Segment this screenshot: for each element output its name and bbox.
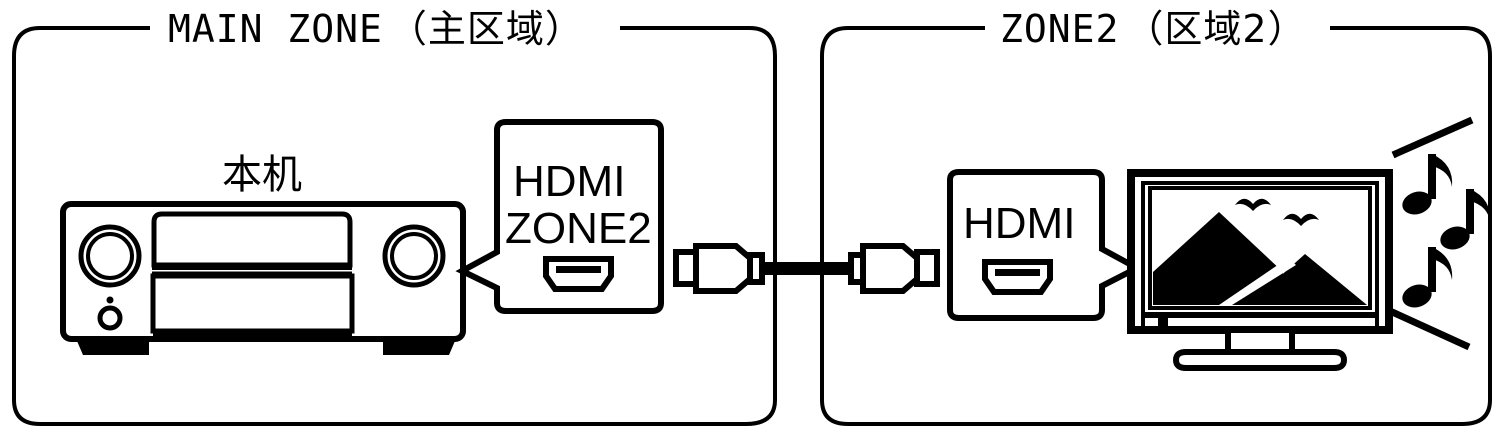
music-note-3 <box>1402 247 1453 308</box>
music-note-1 <box>1402 154 1453 215</box>
zone2-title-en: ZONE2 <box>1000 7 1119 51</box>
receiver-front-door <box>150 273 355 334</box>
music-note-2 <box>1440 189 1491 250</box>
tv-stand-neck <box>1225 327 1295 355</box>
bird-icon-1 <box>1235 198 1271 211</box>
zone2-frame <box>820 26 1492 426</box>
sound-line-top <box>1391 116 1474 159</box>
callout-hdmi-zone2-line1: HDMI <box>513 157 625 206</box>
tv-screen-picture <box>1153 198 1367 305</box>
cable-cord <box>760 262 854 275</box>
av-receiver <box>60 201 466 355</box>
cable-connector-left <box>673 243 765 294</box>
bird-icon-2 <box>1283 213 1319 226</box>
cable-connector-right <box>848 243 940 294</box>
main-zone-frame <box>12 26 777 426</box>
main-zone-title-cjk: （主区域） <box>389 7 584 51</box>
receiver-label: 本机 <box>222 152 302 198</box>
receiver-display <box>151 211 353 268</box>
callout-hdmi-zone2-line2: ZONE2 <box>505 204 652 253</box>
zone2-title-cjk: （区域2） <box>1125 7 1306 51</box>
receiver-foot-right <box>383 341 455 355</box>
callout-hdmi-tv-line1: HDMI <box>963 199 1075 248</box>
television <box>1127 169 1393 371</box>
receiver-foot-left <box>77 341 149 355</box>
tv-stand-base <box>1172 349 1348 371</box>
main-zone-title-en: MAIN ZONE <box>168 7 383 51</box>
led-indicator <box>106 296 114 304</box>
main-zone-title: MAIN ZONE（主区域） <box>168 7 584 51</box>
power-button <box>97 305 123 331</box>
zone2-title: ZONE2（区域2） <box>1000 7 1307 51</box>
hdmi-cable <box>673 243 940 294</box>
hdmi-port-icon-receiver <box>543 256 614 292</box>
tv-indicator-bar <box>1141 314 1379 330</box>
hdmi-port-icon-tv <box>982 259 1053 295</box>
sound-line-bottom <box>1388 307 1471 351</box>
music-notes <box>1388 116 1491 351</box>
